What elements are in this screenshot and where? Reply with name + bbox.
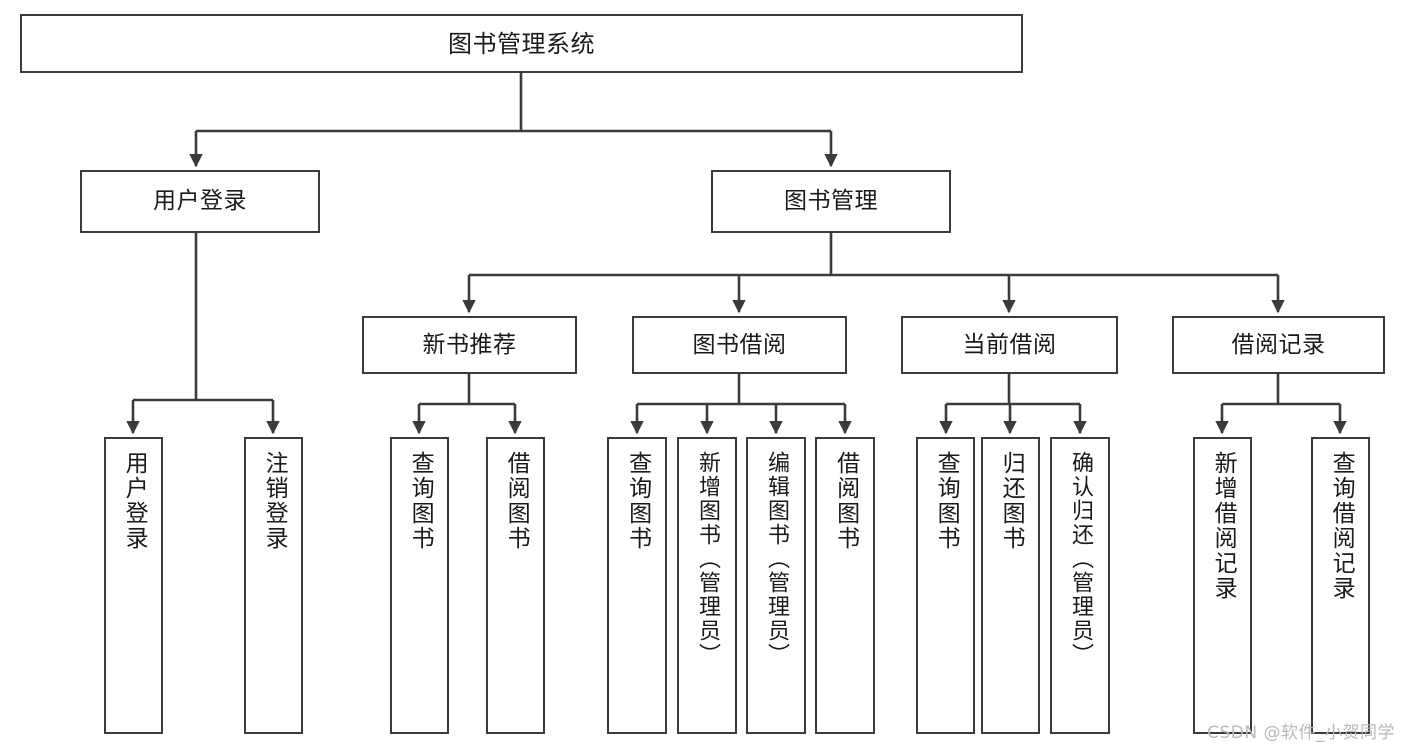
- node-label: 新增图书（管理员）: [694, 451, 720, 667]
- node-leaf-add-book[interactable]: 新增图书（管理员）: [677, 437, 737, 734]
- node-leaf-logout-login[interactable]: 注销登录: [244, 437, 303, 734]
- node-label: 编辑图书（管理员）: [763, 451, 789, 667]
- node-label: 图书借阅: [692, 331, 787, 358]
- node-leaf-add-borrow-record[interactable]: 新增借阅记录: [1193, 437, 1252, 734]
- node-label: 借阅记录: [1231, 331, 1326, 358]
- node-leaf-edit-book[interactable]: 编辑图书（管理员）: [746, 437, 806, 734]
- node-label: 图书管理: [784, 188, 878, 214]
- node-label: 确认归还（管理员）: [1067, 451, 1093, 667]
- node-label: 借阅图书: [503, 451, 530, 551]
- node-root-system[interactable]: 图书管理系统: [20, 14, 1023, 73]
- node-label: 借阅图书: [832, 451, 859, 551]
- node-label: 新书推荐: [422, 331, 517, 358]
- node-leaf-user-login[interactable]: 用户登录: [104, 437, 163, 734]
- node-label: 用户登录: [121, 451, 148, 551]
- node-leaf-query-book-2[interactable]: 查询图书: [607, 437, 667, 734]
- node-leaf-borrow-book-1[interactable]: 借阅图书: [486, 437, 545, 734]
- node-book-borrow[interactable]: 图书借阅: [632, 316, 847, 374]
- node-label: 归还图书: [998, 451, 1025, 551]
- node-book-manage[interactable]: 图书管理: [711, 170, 951, 233]
- node-user-login[interactable]: 用户登录: [80, 170, 320, 233]
- node-label: 查询图书: [933, 451, 960, 551]
- node-leaf-query-book-3[interactable]: 查询图书: [916, 437, 975, 734]
- node-label: 新增借阅记录: [1210, 451, 1237, 601]
- node-label: 图书管理系统: [448, 29, 595, 58]
- node-label: 用户登录: [153, 188, 247, 214]
- node-label: 查询图书: [624, 451, 651, 551]
- node-current-borrow[interactable]: 当前借阅: [901, 316, 1118, 374]
- node-borrow-record[interactable]: 借阅记录: [1172, 316, 1385, 374]
- node-leaf-return-book[interactable]: 归还图书: [981, 437, 1040, 734]
- csdn-watermark: CSDN @软件_小贺同学: [1207, 723, 1395, 743]
- node-label: 查询借阅记录: [1328, 451, 1355, 601]
- node-new-book-recommend[interactable]: 新书推荐: [362, 316, 577, 374]
- node-leaf-query-book-1[interactable]: 查询图书: [390, 437, 449, 734]
- node-leaf-confirm-return[interactable]: 确认归还（管理员）: [1050, 437, 1110, 734]
- node-label: 注销登录: [261, 451, 288, 551]
- node-leaf-borrow-book-2[interactable]: 借阅图书: [815, 437, 875, 734]
- node-label: 当前借阅: [962, 331, 1057, 358]
- node-leaf-query-borrow-record[interactable]: 查询借阅记录: [1311, 437, 1370, 734]
- node-label: 查询图书: [407, 451, 434, 551]
